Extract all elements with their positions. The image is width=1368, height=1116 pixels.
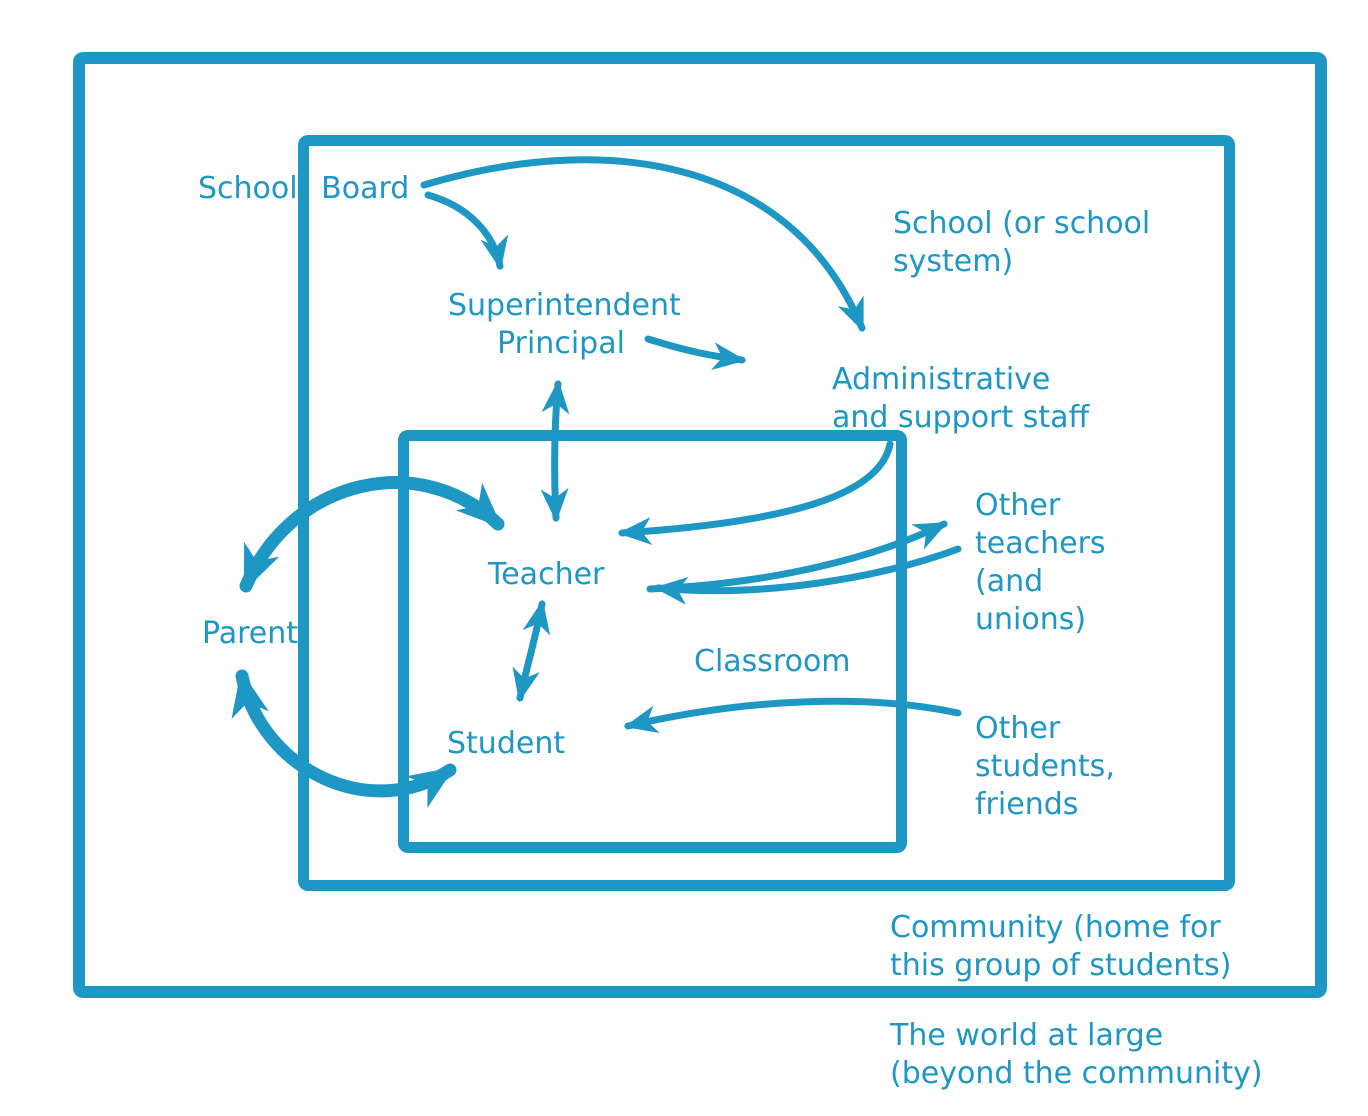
node-other-students: Other students, friends — [975, 710, 1115, 824]
world-region-line1: The world at large — [890, 1018, 1164, 1053]
classroom-region-label: Classroom — [694, 644, 851, 679]
node-other-students-line1: Other — [975, 711, 1061, 746]
school-region-label: School (or school system) — [893, 205, 1150, 281]
node-other-teachers: Other teachers (and unions) — [975, 487, 1106, 639]
community-region-line2: this group of students) — [890, 948, 1232, 983]
node-other-students-line2: students, — [975, 749, 1115, 784]
node-superintendent-line1: Superintendent — [448, 288, 681, 323]
node-superintendent-line2: Principal — [497, 326, 625, 361]
node-other-teachers-line1: Other — [975, 488, 1061, 523]
school-region-line2: system) — [893, 244, 1014, 279]
community-region-line1: Community (home for — [890, 910, 1221, 945]
node-school-board: School Board — [198, 171, 410, 206]
node-parent: Parent — [202, 616, 299, 651]
node-admin-staff-line1: Administrative — [832, 362, 1051, 397]
world-region-line2: (beyond the community) — [890, 1056, 1263, 1091]
community-region-label: Community (home for this group of studen… — [890, 909, 1231, 985]
node-teacher: Teacher — [488, 557, 605, 592]
node-other-students-line3: friends — [975, 787, 1079, 822]
node-other-teachers-line3: (and — [975, 564, 1044, 599]
node-admin-staff-line2: and support staff — [832, 400, 1090, 435]
node-other-teachers-line2: teachers — [975, 526, 1106, 561]
node-other-teachers-line4: unions) — [975, 602, 1087, 637]
community-box — [73, 52, 1327, 998]
node-admin-staff: Administrative and support staff — [832, 361, 1089, 437]
node-superintendent-principal: Superintendent Principal — [448, 287, 681, 363]
node-student: Student — [447, 726, 566, 761]
world-region-label: The world at large (beyond the community… — [890, 1017, 1263, 1093]
classroom-box — [398, 430, 907, 853]
school-region-line1: School (or school — [893, 206, 1151, 241]
